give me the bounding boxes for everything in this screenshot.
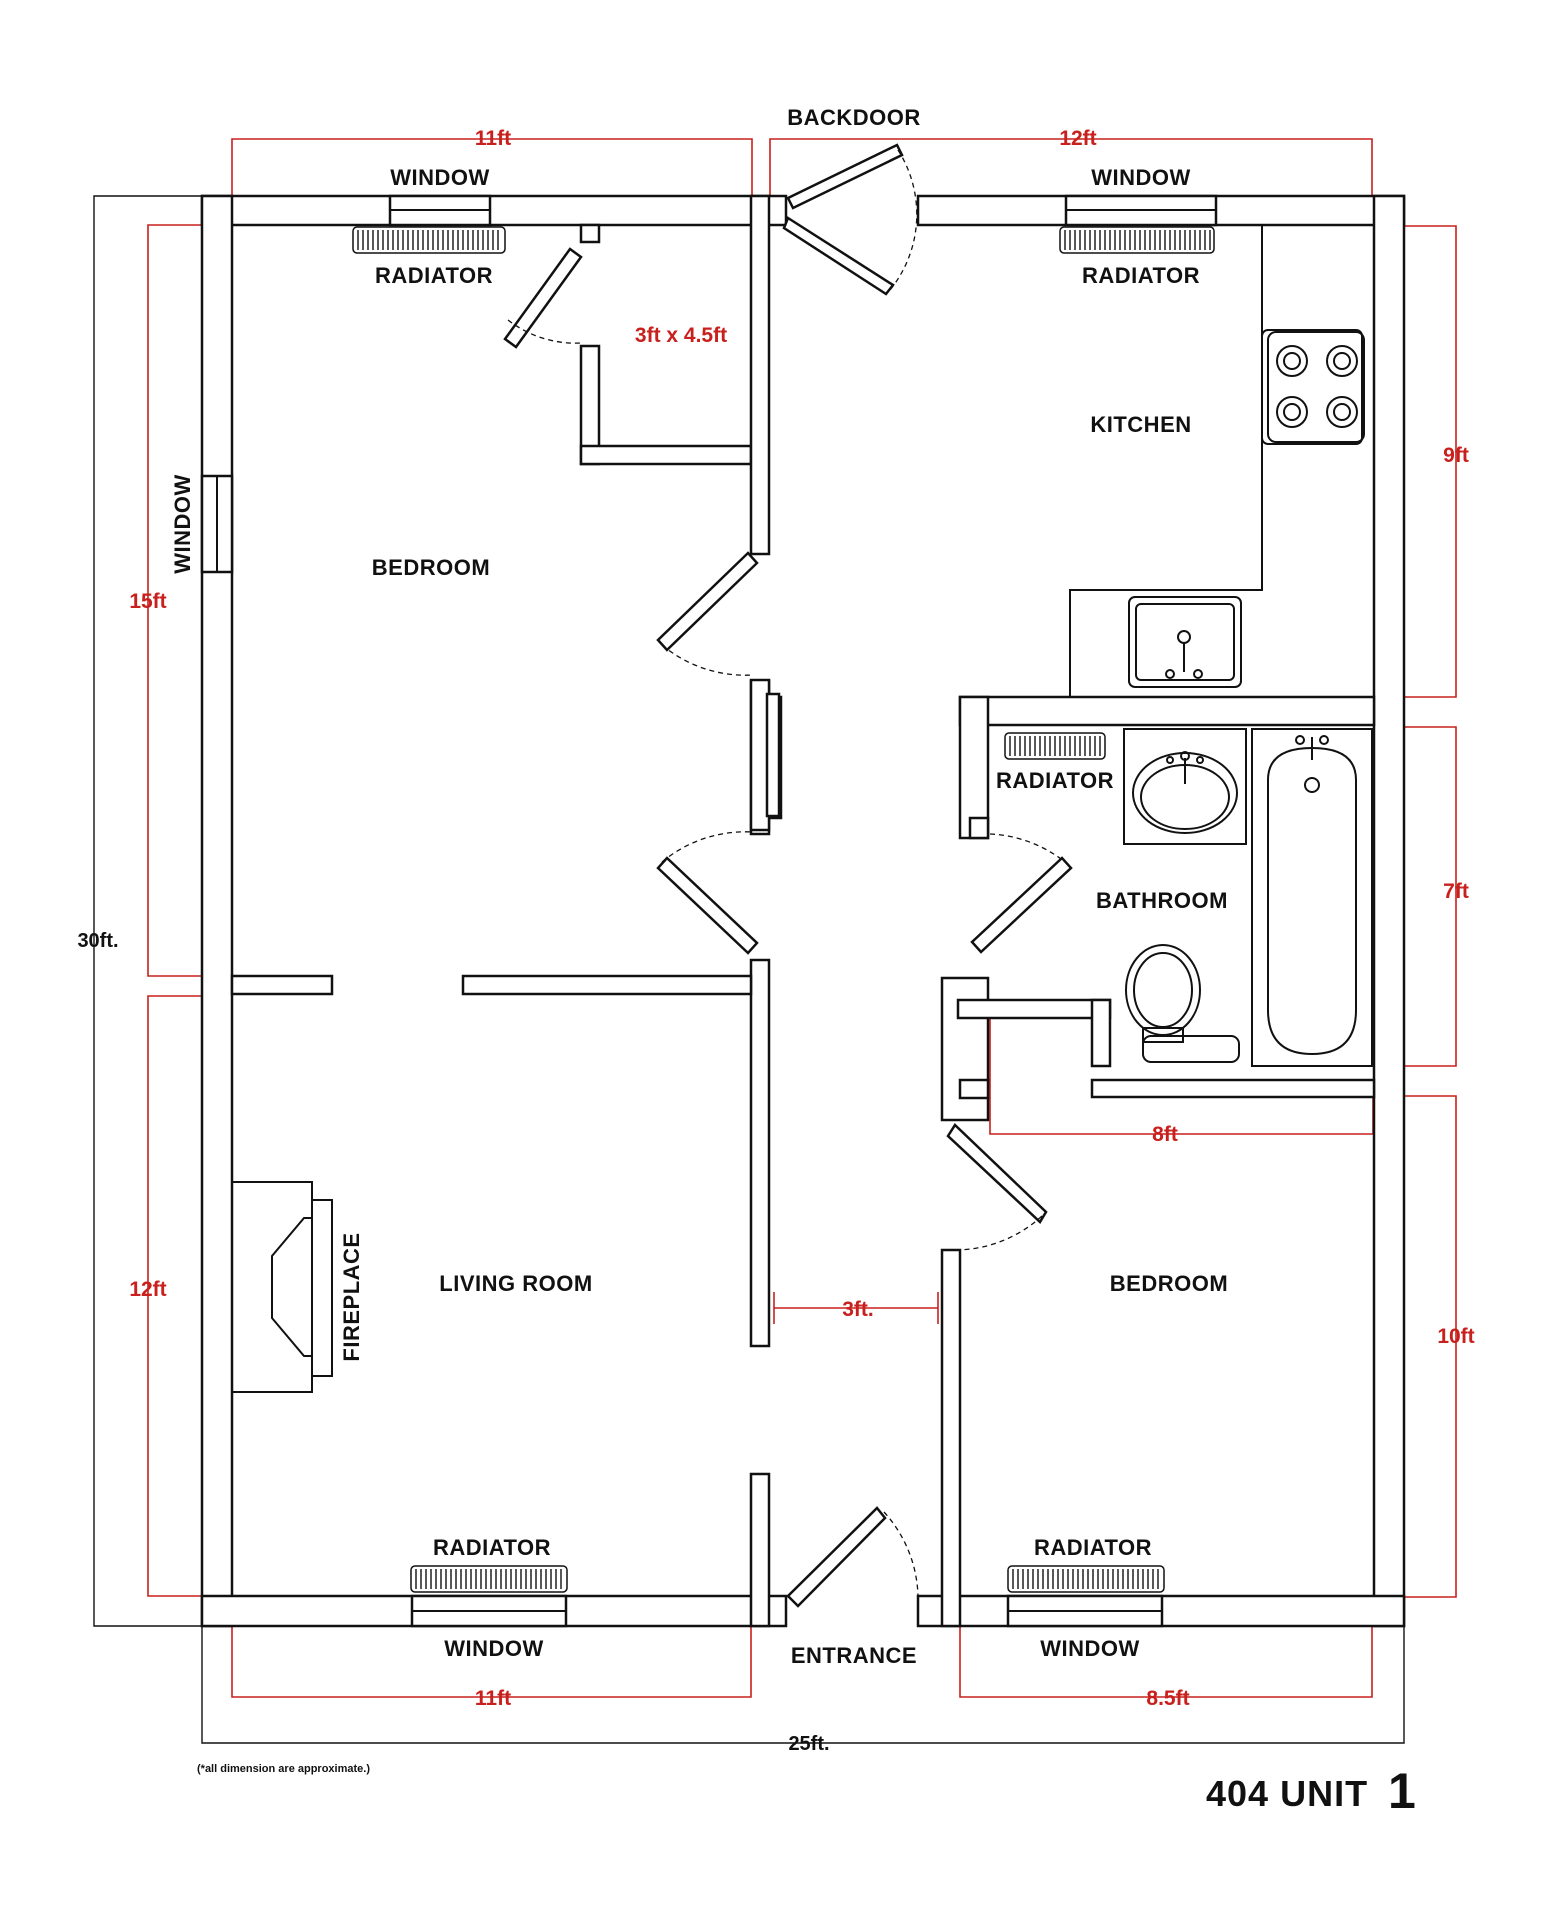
window-top-right-label: WINDOW bbox=[1091, 165, 1191, 190]
unit-title-number: 1 bbox=[1388, 1763, 1416, 1819]
dim-bottom-right: 8.5ft bbox=[1146, 1687, 1189, 1710]
dim-overall-height: 30ft. bbox=[77, 930, 118, 952]
bathroom-label: BATHROOM bbox=[1096, 888, 1228, 913]
radiator-top-left-label: RADIATOR bbox=[375, 263, 493, 288]
radiator-bottom-right-label: RADIATOR bbox=[1034, 1535, 1152, 1560]
radiator-icon bbox=[1004, 732, 1106, 760]
dim-right-kitchen: 9ft bbox=[1443, 444, 1469, 467]
entrance-label: ENTRANCE bbox=[791, 1643, 917, 1668]
window-left-label: WINDOW bbox=[170, 474, 195, 574]
bedroom-left-label: BEDROOM bbox=[372, 555, 490, 580]
dim-bath-width: 8ft bbox=[1152, 1123, 1178, 1146]
window-bottom-right-label: WINDOW bbox=[1040, 1636, 1140, 1661]
walls bbox=[200, 194, 1406, 1628]
doors bbox=[503, 143, 1073, 1608]
dim-hall-width: 3ft. bbox=[842, 1298, 874, 1321]
living-room-label: LIVING ROOM bbox=[439, 1271, 592, 1296]
overall-dimension-lines bbox=[93, 195, 1405, 1744]
stove-icon bbox=[1267, 331, 1365, 443]
radiator-icon bbox=[1059, 226, 1215, 254]
radiator-icon bbox=[410, 1565, 568, 1593]
kitchen-label: KITCHEN bbox=[1090, 412, 1191, 437]
radiator-icon bbox=[1007, 1565, 1165, 1593]
dim-right-bedroom: 10ft bbox=[1437, 1325, 1474, 1348]
window-bottom-left-label: WINDOW bbox=[444, 1636, 544, 1661]
dim-overall-width: 25ft. bbox=[788, 1733, 829, 1755]
bedroom-right-label: BEDROOM bbox=[1110, 1271, 1228, 1296]
dim-top-left: 11ft bbox=[475, 127, 511, 150]
dimension-lines bbox=[147, 138, 1457, 1698]
radiator-icon bbox=[352, 226, 506, 254]
dim-bottom-left: 11ft bbox=[475, 1687, 511, 1710]
fireplace-label: FIREPLACE bbox=[339, 1232, 364, 1361]
toilet-icon bbox=[1125, 944, 1240, 1063]
radiator-bathroom-label: RADIATOR bbox=[996, 768, 1114, 793]
unit-title: 404 UNIT 1 bbox=[1206, 1763, 1416, 1819]
window-top-left-label: WINDOW bbox=[390, 165, 490, 190]
dim-right-bath: 7ft bbox=[1443, 880, 1469, 903]
fireplace-icon bbox=[232, 1181, 333, 1393]
windows bbox=[200, 194, 1218, 1628]
dim-left-lower: 12ft bbox=[129, 1278, 166, 1301]
dim-left-upper: 15ft bbox=[129, 590, 166, 613]
radiator-bottom-left-label: RADIATOR bbox=[433, 1535, 551, 1560]
closet-size-label: 3ft x 4.5ft bbox=[635, 324, 727, 347]
backdoor-label: BACKDOOR bbox=[787, 105, 921, 130]
kitchen-counter bbox=[1069, 225, 1363, 697]
room-labels: BACKDOOR WINDOW WINDOW RADIATOR RADIATOR… bbox=[170, 105, 1228, 1668]
dim-top-right: 12ft bbox=[1059, 127, 1096, 150]
approximate-note: (*all dimension are approximate.) bbox=[197, 1763, 370, 1775]
radiator-top-right-label: RADIATOR bbox=[1082, 263, 1200, 288]
dimension-labels: 11ft 12ft 15ft 12ft 30ft. 9ft 7ft 10ft 8… bbox=[77, 127, 1474, 1755]
bathtub-icon bbox=[1251, 728, 1373, 1067]
unit-title-text: 404 UNIT bbox=[1206, 1773, 1368, 1814]
kitchen-sink-icon bbox=[1165, 630, 1203, 679]
bathroom-sink-icon bbox=[1123, 728, 1247, 845]
